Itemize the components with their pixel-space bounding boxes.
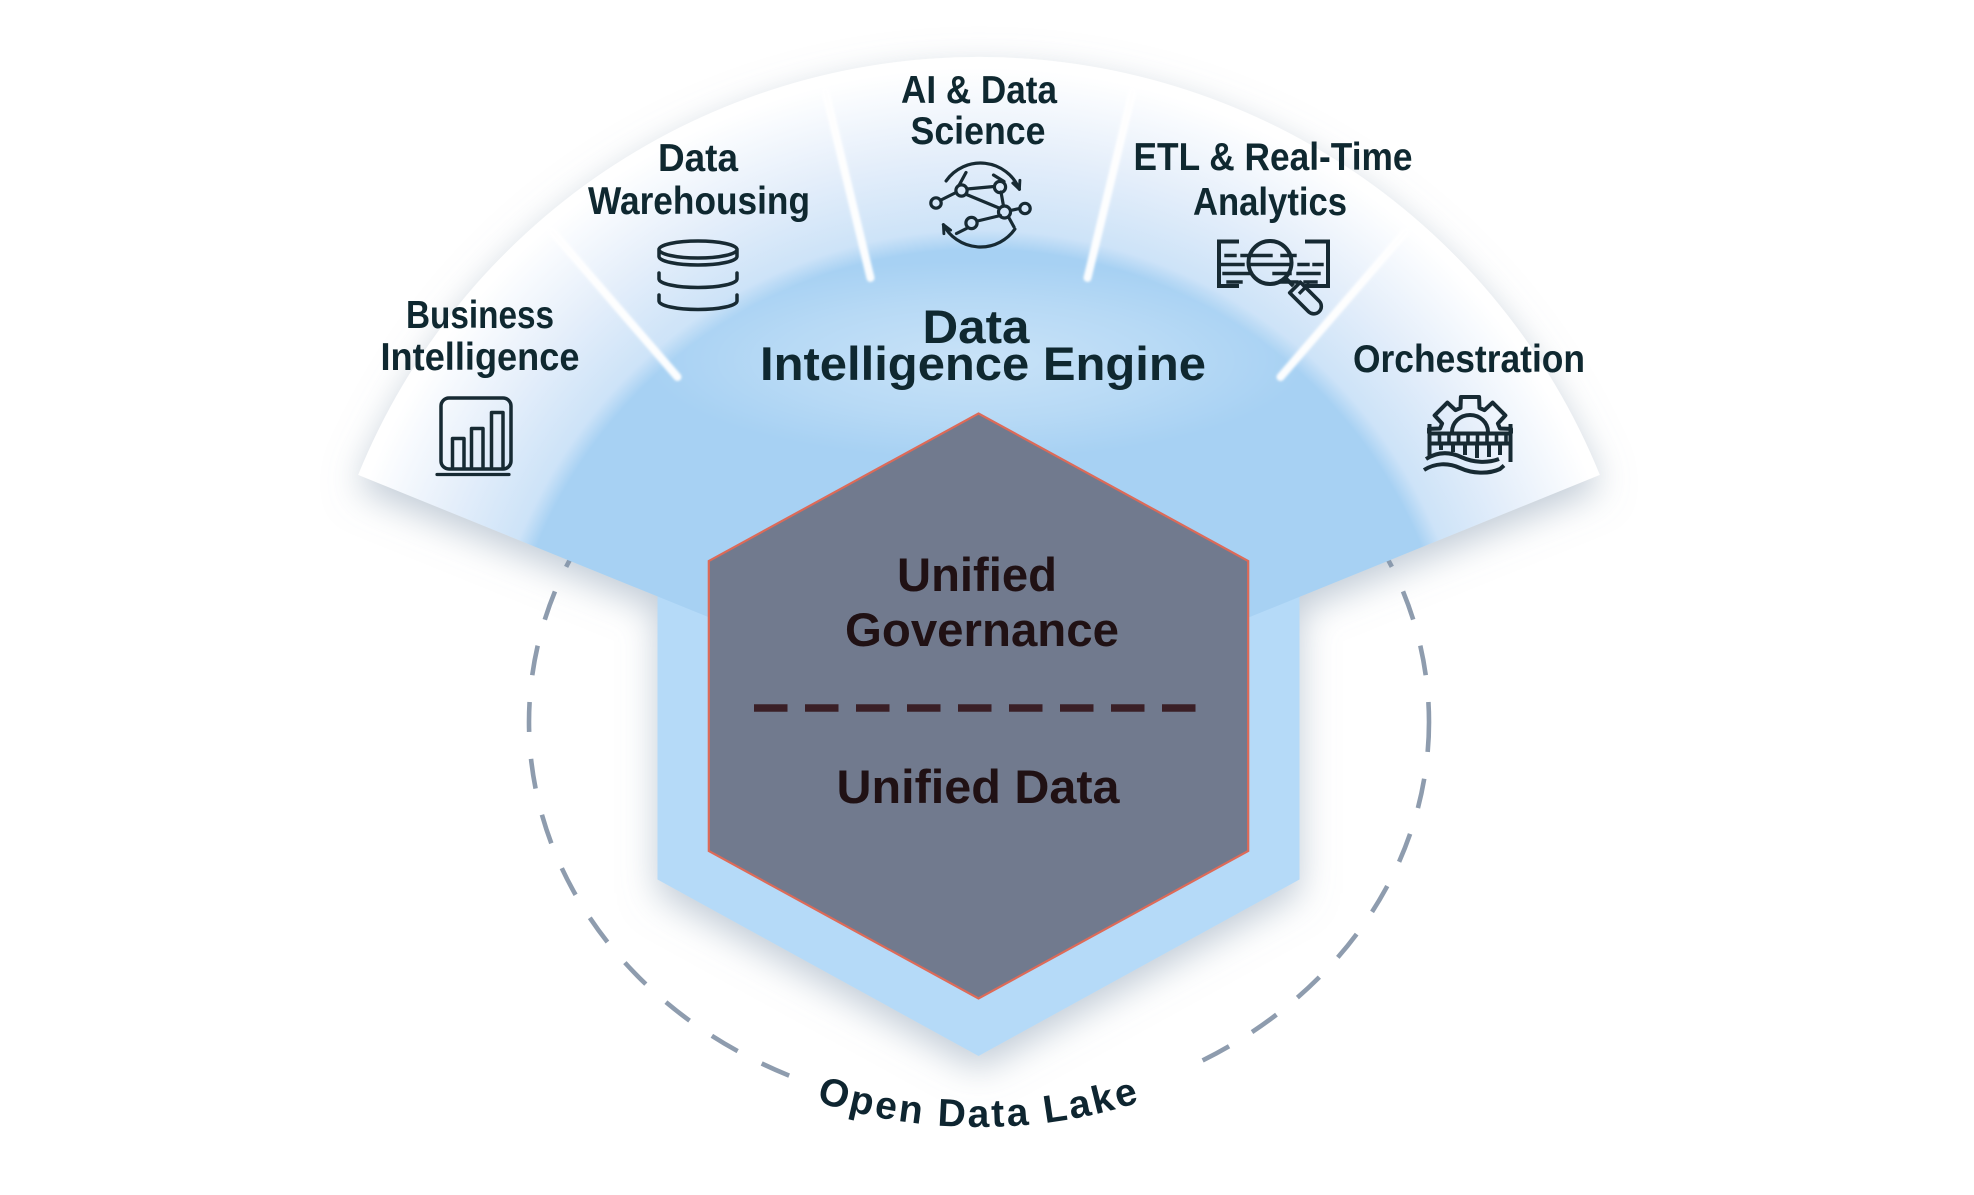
svg-text:ETL & Real-Time: ETL & Real-Time <box>1134 136 1413 179</box>
svg-text:Orchestration: Orchestration <box>1353 338 1585 381</box>
svg-text:Data: Data <box>658 137 738 180</box>
svg-text:Governance: Governance <box>845 603 1119 656</box>
svg-text:Intelligence: Intelligence <box>381 336 580 379</box>
svg-text:Data: Data <box>923 300 1031 353</box>
svg-text:Analytics: Analytics <box>1193 181 1347 224</box>
svg-text:Science: Science <box>911 110 1046 153</box>
svg-text:Unified Data: Unified Data <box>837 760 1121 813</box>
svg-text:Intelligence Engine: Intelligence Engine <box>760 337 1206 390</box>
svg-text:AI & Data: AI & Data <box>901 69 1057 112</box>
svg-text:Unified: Unified <box>897 548 1057 601</box>
svg-text:Business: Business <box>406 294 554 337</box>
svg-text:Warehousing: Warehousing <box>588 180 810 223</box>
